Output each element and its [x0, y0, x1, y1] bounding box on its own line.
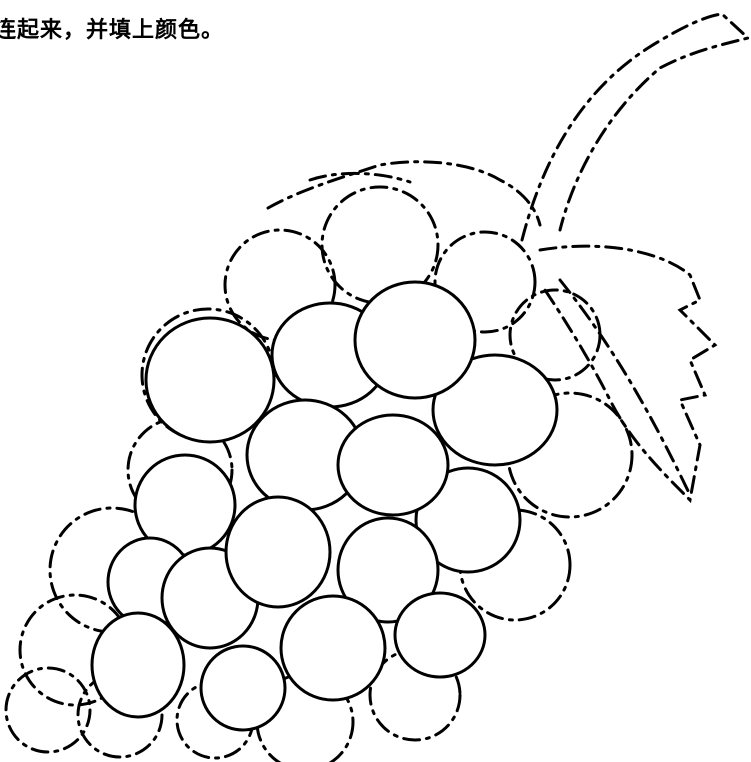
grape-solid — [224, 495, 332, 609]
grape-solid — [393, 591, 487, 679]
top-fringe-dashed-outline — [266, 160, 542, 227]
grape-solid — [336, 516, 440, 624]
grape-dashed — [4, 666, 92, 754]
grape-solid — [279, 594, 387, 702]
grape-solid — [90, 611, 186, 719]
grape-dashed — [506, 391, 634, 519]
leaf-dashed-outline — [538, 244, 718, 504]
grape-solid — [353, 280, 477, 400]
grape-solid — [414, 466, 522, 574]
leaf-vein-dashed — [558, 278, 692, 497]
solid-grapes-group — [90, 280, 559, 732]
grape-dashed — [508, 288, 602, 382]
instruction-text: 连起来，并填上颜色。 — [0, 18, 225, 43]
stem-dashed-outline — [520, 12, 751, 242]
grape-dashed — [223, 228, 337, 342]
grape-solid — [144, 316, 276, 444]
grape-solid — [336, 413, 450, 517]
grape-solid — [199, 644, 287, 732]
grape-dashed — [433, 230, 537, 334]
grape-solid — [431, 353, 559, 467]
grape-dashed — [255, 672, 355, 762]
top-fringe-dashed-outline-2 — [308, 171, 412, 184]
